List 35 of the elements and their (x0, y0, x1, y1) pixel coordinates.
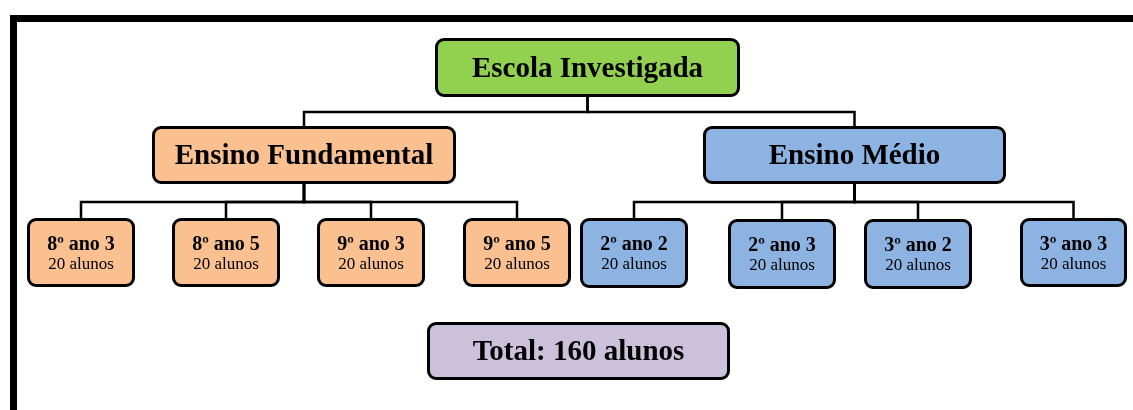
node-subtitle: 20 alunos (1040, 253, 1107, 274)
node-title: 8º ano 5 (192, 231, 260, 254)
node-box (728, 219, 836, 289)
node-title: 2º ano 2 (600, 232, 668, 255)
node-title: 9º ano 5 (483, 231, 551, 254)
node-box (27, 218, 135, 287)
connector-line (302, 184, 519, 218)
node-box (703, 126, 1006, 184)
node-title: 2º ano 3 (748, 233, 816, 256)
connector-line (586, 97, 856, 126)
node-subtitle: 20 alunos (749, 255, 815, 275)
node-subtitle: 20 alunos (601, 254, 667, 274)
node-box (463, 218, 571, 287)
node-box (864, 219, 972, 289)
node-subtitle: 20 alunos (338, 253, 404, 274)
node-box (172, 218, 280, 287)
node-title: Total: 160 alunos (472, 335, 685, 367)
connector-line (853, 184, 1075, 218)
node-title: 3º ano 3 (1039, 231, 1108, 254)
node-subtitle: 20 alunos (48, 253, 114, 274)
node-title: Ensino Médio (768, 139, 941, 171)
node-title: Ensino Fundamental (174, 139, 434, 171)
node-box (152, 126, 456, 184)
node-box (317, 218, 425, 287)
node-box (580, 218, 688, 288)
node-box (435, 38, 740, 97)
node-subtitle: 20 alunos (885, 255, 951, 275)
node-title: 3º ano 2 (884, 233, 952, 256)
node-box (427, 322, 730, 380)
node-subtitle: 20 alunos (193, 253, 259, 274)
node-subtitle: 20 alunos (484, 253, 550, 274)
node-box (1020, 218, 1127, 287)
node-title: 9º ano 3 (337, 231, 405, 254)
node-title: 8º ano 3 (47, 231, 115, 254)
node-title: Escola Investigada (471, 51, 704, 84)
